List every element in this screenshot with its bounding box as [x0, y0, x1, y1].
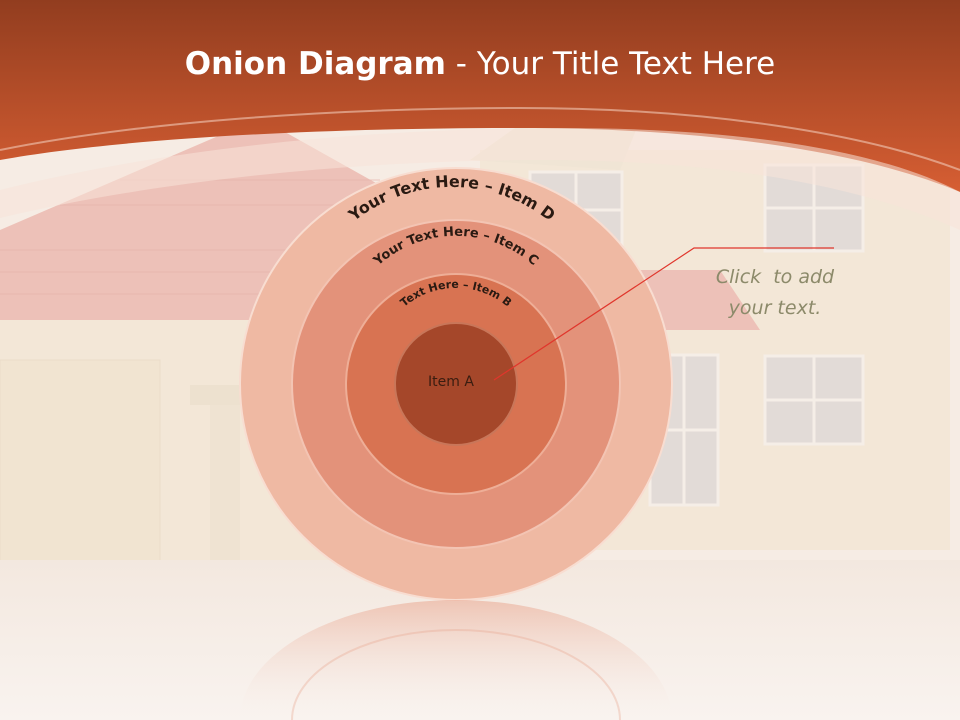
- onion-diagram: Your Text Here – Item D Your Text Here –…: [239, 167, 673, 601]
- garage-door: [0, 359, 161, 591]
- callout-line-2: your text.: [728, 297, 822, 319]
- porch-column: [210, 405, 240, 585]
- callout-connector: [493, 247, 834, 381]
- slide-title-rest: - Your Title Text Here: [445, 46, 776, 82]
- callout-line-1: Click to add: [715, 266, 835, 288]
- slide-title-bold: Onion Diagram: [184, 46, 446, 82]
- ring-item-a[interactable]: [394, 322, 518, 446]
- slide-title[interactable]: Onion Diagram - Your Title Text Here: [0, 46, 960, 82]
- header-band: [0, 0, 960, 230]
- onion-reflection: [240, 600, 672, 720]
- house-roof-right: [640, 270, 760, 330]
- callout-text-box[interactable]: Click to add your text.: [690, 262, 860, 324]
- ring-label-item-a: Item A: [428, 374, 474, 390]
